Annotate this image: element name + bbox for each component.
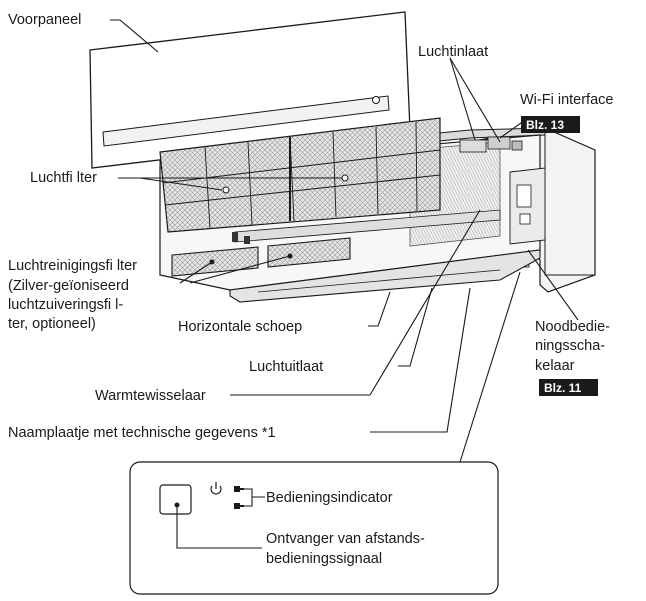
label-wifi-page: Blz. 13 xyxy=(526,118,564,132)
receiver-callout-panel xyxy=(129,461,499,595)
label-emergency-page: Blz. 11 xyxy=(544,381,582,395)
label-air-inlet: Luchtinlaat xyxy=(418,44,488,60)
label-receiver-2: bedieningssignaal xyxy=(266,551,382,567)
label-purifying-filter-1: Luchtreinigingsfi lter xyxy=(8,258,137,274)
label-nameplate: Naamplaatje met technische gegevens *1 xyxy=(8,425,276,441)
label-emergency-3: kelaar xyxy=(535,358,575,374)
label-emergency-1: Noodbedie- xyxy=(535,319,610,335)
label-horizontal-vane: Horizontale schoep xyxy=(178,319,302,335)
label-heat-exchanger: Warmtewisselaar xyxy=(95,388,206,404)
label-air-filter: Luchtfi lter xyxy=(30,170,97,186)
power-icon xyxy=(210,482,222,495)
label-receiver-1: Ontvanger van afstands- xyxy=(266,531,425,547)
label-front-panel: Voorpaneel xyxy=(8,12,81,28)
indicator-lamp-icon xyxy=(234,486,265,509)
label-emergency-2: ningsscha- xyxy=(535,338,605,354)
label-purifying-filter-3: luchtzuiveringsfi l- xyxy=(8,297,123,313)
label-air-outlet: Luchtuitlaat xyxy=(249,359,323,375)
label-purifying-filter-2: (Zilver-geïoniseerd xyxy=(8,278,129,294)
label-operation-indicator: Bedieningsindicator xyxy=(266,490,393,506)
label-purifying-filter-4: ter, optioneel) xyxy=(8,316,96,332)
label-wifi-interface: Wi-Fi interface xyxy=(520,92,613,108)
wifi-page-badge xyxy=(521,116,580,133)
leader-lines xyxy=(110,19,579,463)
air-filter xyxy=(159,117,441,233)
emergency-page-badge xyxy=(539,379,598,396)
